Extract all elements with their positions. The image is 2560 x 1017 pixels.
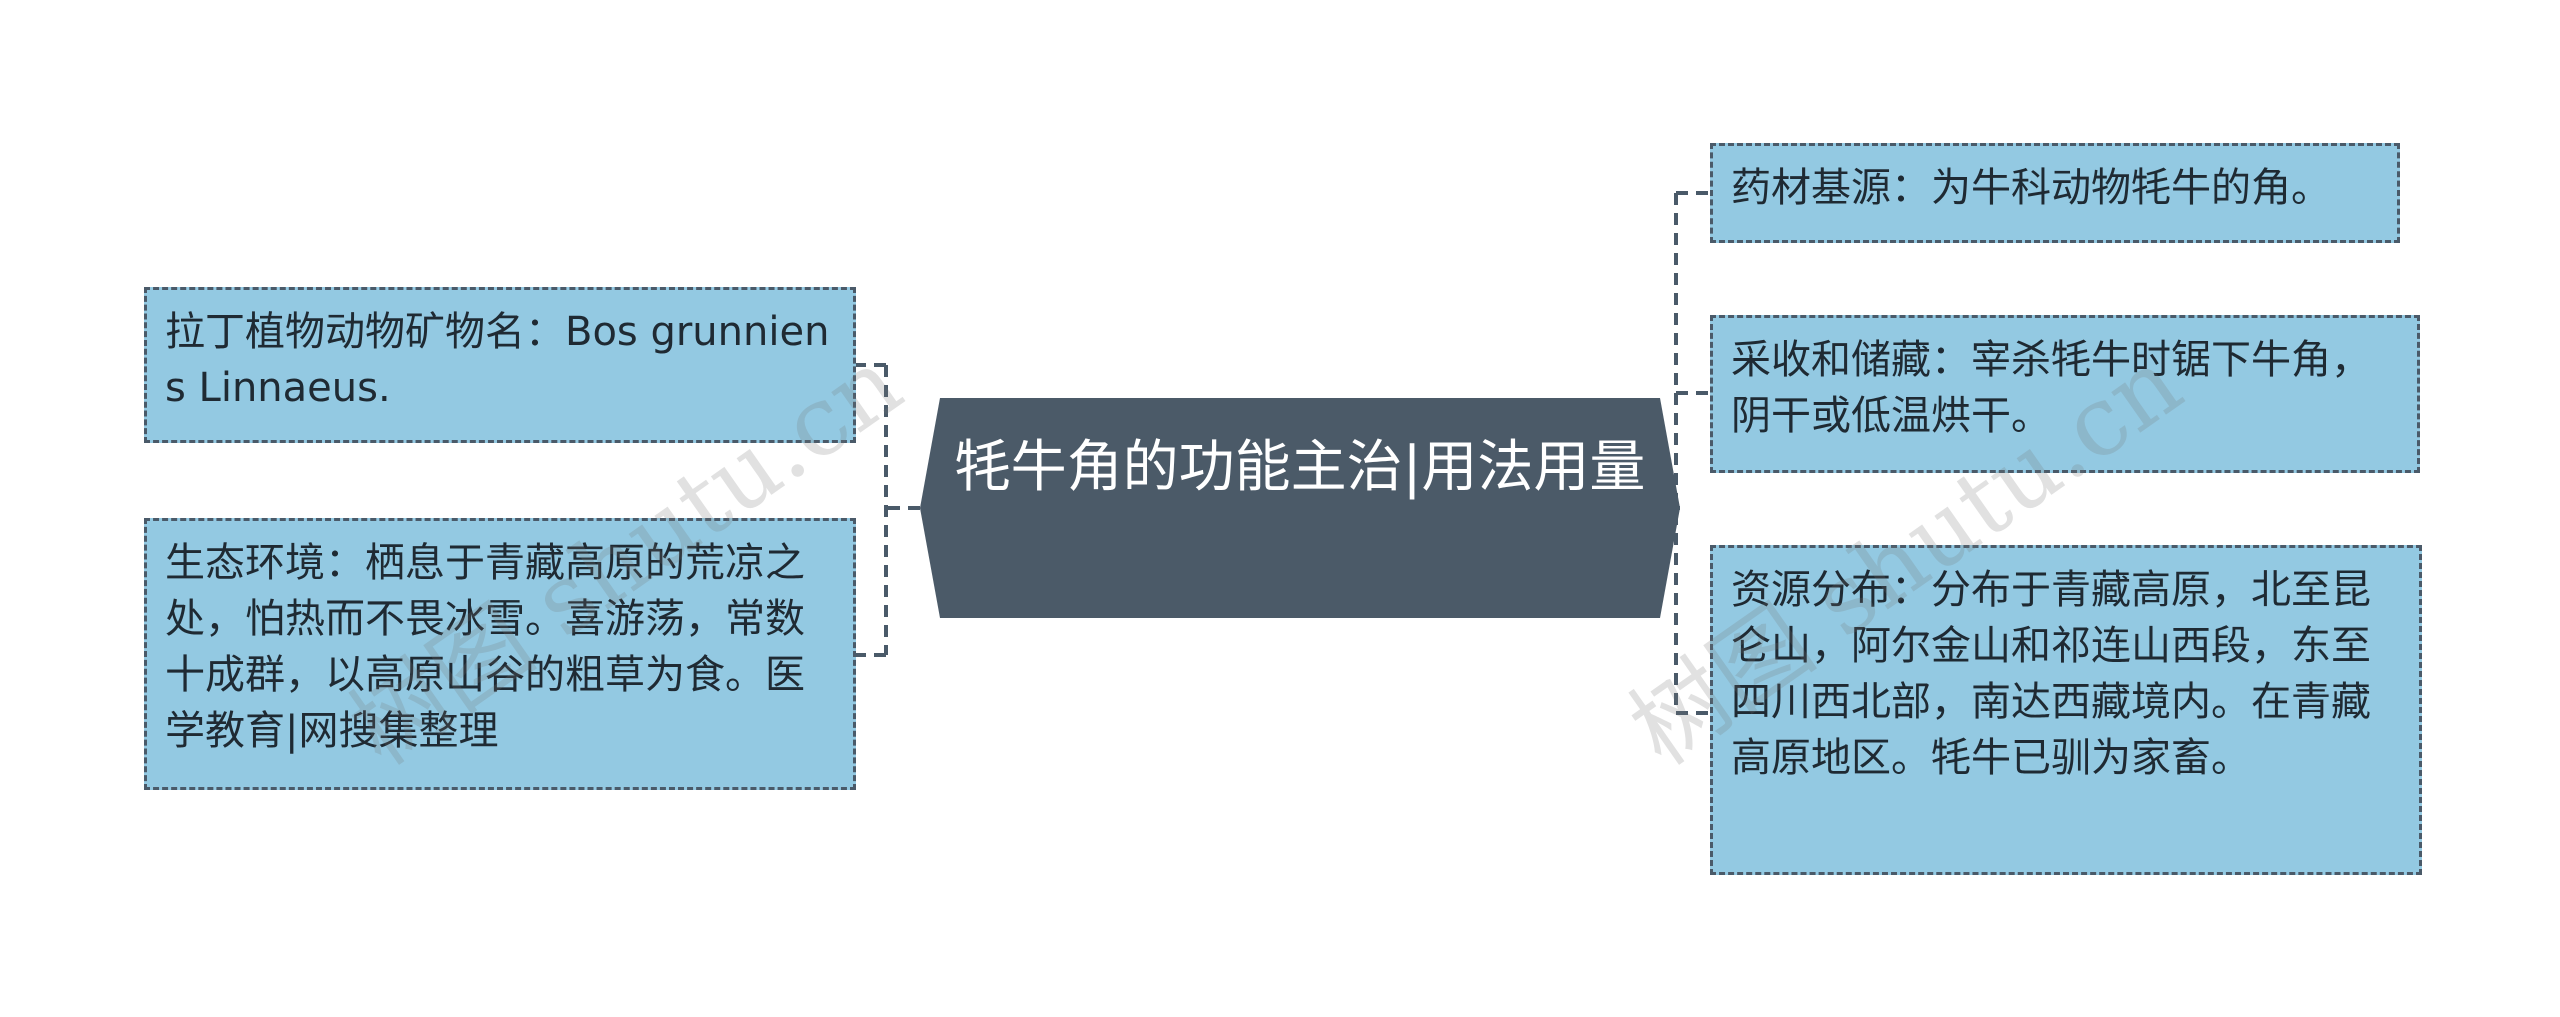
right-node-source[interactable]: 药材基源：为牛科动物牦牛的角。	[1710, 143, 2400, 243]
right-node-distribution[interactable]: 资源分布：分布于青藏高原，北至昆仑山，阿尔金山和祁连山西段，东至四川西北部，南达…	[1710, 545, 2422, 875]
left-node-habitat[interactable]: 生态环境：栖息于青藏高原的荒凉之处，怕热而不畏冰雪。喜游荡，常数十成群，以高原山…	[144, 518, 856, 790]
left-node-latin-name-text: 拉丁植物动物矿物名：Bos grunniens Linnaeus.	[165, 309, 830, 411]
right-node-distribution-text: 资源分布：分布于青藏高原，北至昆仑山，阿尔金山和祁连山西段，东至四川西北部，南达…	[1731, 567, 2371, 781]
central-topic-title: 牦牛角的功能主治|用法用量	[954, 435, 1646, 500]
central-topic-node[interactable]	[920, 398, 1680, 618]
left-node-latin-name[interactable]: 拉丁植物动物矿物名：Bos grunniens Linnaeus.	[144, 287, 856, 443]
left-node-habitat-text: 生态环境：栖息于青藏高原的荒凉之处，怕热而不畏冰雪。喜游荡，常数十成群，以高原山…	[165, 540, 805, 754]
right-node-harvest-storage[interactable]: 采收和储藏：宰杀牦牛时锯下牛角，阴干或低温烘干。	[1710, 315, 2420, 473]
right-node-harvest-storage-text: 采收和储藏：宰杀牦牛时锯下牛角，阴干或低温烘干。	[1731, 337, 2371, 439]
right-node-source-text: 药材基源：为牛科动物牦牛的角。	[1731, 165, 2331, 211]
